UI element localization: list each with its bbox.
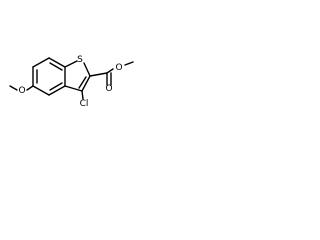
bond-inner-c7-c7a [49, 62, 63, 71]
bond-inner-c3a-c4 [49, 82, 63, 91]
sulfur-atom-label: S [77, 55, 83, 65]
bond-c3-cl [81, 90, 84, 100]
bond-c5-omethoxy [26, 85, 34, 91]
bond-ccarbonyl-oester [106, 68, 114, 74]
bond-c2-ccarbonyl [89, 72, 108, 77]
bond-c7-c7a [48, 57, 66, 68]
carbonyl-oxygen-label: O [105, 84, 112, 94]
bond-omethoxy-methyl [9, 85, 18, 91]
bond-s-c2 [83, 62, 91, 77]
chlorine-atom-label: Cl [80, 99, 89, 109]
bond-c6-c7 [32, 57, 50, 68]
ester-oxygen-label: O [115, 63, 122, 73]
molecule-diagram: S Cl O O O [0, 0, 152, 152]
bond-c7a-s [64, 60, 78, 68]
bond-c2-c3 [81, 75, 91, 92]
bond-c2-c3-double [78, 76, 87, 89]
bond-c4-c5 [32, 85, 50, 96]
bond-c3a-c4 [48, 85, 66, 96]
ring-methoxy-oxygen-label: O [18, 86, 25, 96]
bond-oester-methyl [124, 61, 134, 66]
bond-c3-c3a [64, 85, 83, 92]
structure-svg: S Cl O O O [9, 55, 134, 109]
